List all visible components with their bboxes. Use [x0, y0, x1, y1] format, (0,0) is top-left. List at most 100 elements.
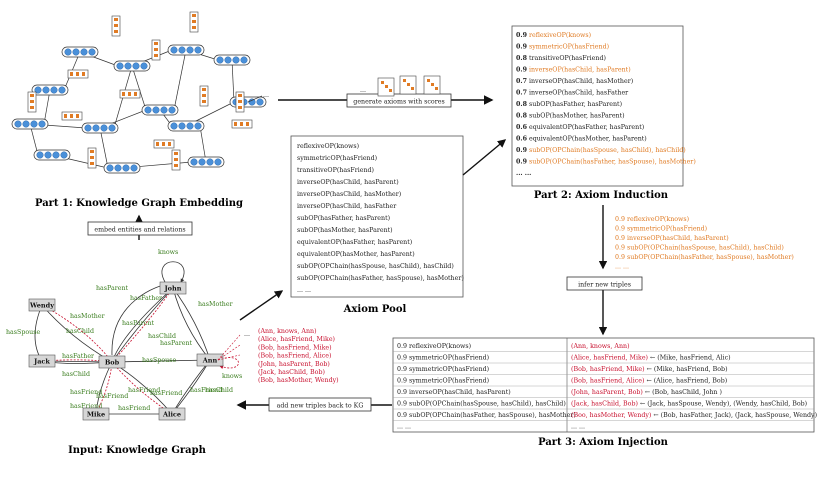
new-triples-list: (Ann, knows, Ann)(Alice, hasFriend, Mike… [258, 328, 339, 384]
source-triples: ← (Jack, hasSpouse, Wendy), (Wendy, hasC… [640, 401, 807, 408]
relation-embedding [199, 85, 209, 107]
generated-relation-vector [377, 77, 395, 97]
generate-box [346, 93, 452, 108]
infer-box [566, 276, 643, 291]
generated-relation-vector [423, 75, 441, 95]
kg-edge [171, 287, 211, 361]
injection-triple: (Boo, hasMother, Wendy)← (Bob, hasFather… [571, 412, 817, 419]
source-triples: ← (Bob, hasFather, Jack), (Jack, hasSpou… [653, 412, 817, 419]
embedding-edge [247, 95, 263, 103]
source-triples: ← (Mike, hasFriend, Bob) [647, 366, 728, 373]
relation-embedding [171, 149, 181, 171]
kg-edge [172, 287, 211, 361]
kg-to-pool-arrow [239, 290, 284, 321]
embedding-edge [231, 59, 236, 103]
relation-embedding [67, 69, 89, 79]
ellipsis: ... [360, 87, 366, 94]
relation-label: hasFriend [118, 405, 150, 412]
pool-axiom: ... ... [297, 287, 311, 294]
new-triple: (Jack, hasChild, Bob) [571, 401, 638, 408]
selected-axiom: 0.9 reflexiveOP(knows) [615, 216, 689, 223]
new-triple: (Bob, hasFriend, Mike) [258, 344, 332, 351]
new-triple: (Ann, knows, Ann) [571, 343, 630, 350]
axiom-score: 0.7 [516, 90, 527, 97]
entity-embedding [167, 44, 205, 56]
injection-triple: (Ann, knows, Ann) [571, 343, 630, 350]
axiom-score: 0.7 [516, 78, 527, 85]
axiom-score: 0.9 [516, 44, 527, 51]
injection-triple: (Bob, hasFriend, Alice)← (Alice, hasFrie… [571, 378, 727, 385]
relation-embedding [189, 11, 199, 33]
kg-edge [111, 287, 174, 363]
axiom-text: subOP(OPChain(hasFather, hasSpouse), has… [529, 159, 696, 166]
selected-axioms: 0.9 reflexiveOP(knows)0.9 symmetricOP(ha… [615, 216, 794, 271]
entity-node: John [159, 281, 187, 295]
injection-axiom: 0.9 symmetricOP(hasFriend) [397, 378, 489, 385]
entity-embedding [33, 149, 71, 161]
relation-label: hasFriend [70, 403, 102, 410]
addback-label: add new triples back to KG [277, 403, 364, 410]
pool-axiom: equivalentOP(hasFather, hasParent) [297, 239, 412, 246]
relation-embedding [235, 91, 245, 113]
axiom-text: inverseOP(hasChild, hasFather [529, 90, 629, 97]
pool-axiom: inverseOP(hasChild, hasMother) [297, 191, 401, 198]
pool-axiom: subOP(OPChain(hasSpouse, hasChild), hasC… [297, 263, 454, 270]
part1-title: Part 1: Knowledge Graph Embedding [35, 198, 243, 209]
entity-label: Wendy [29, 302, 54, 310]
relation-label: knows [158, 249, 178, 256]
injection-table [392, 337, 815, 433]
infer-label: infer new triples [578, 282, 631, 289]
kg-edge [217, 354, 241, 361]
part3-title: Part 3: Axiom Injection [538, 437, 669, 448]
axiom-score: 0.8 [516, 113, 528, 120]
entity-embedding [81, 122, 119, 134]
axiom-score: 0.9 [516, 32, 527, 39]
injection-rows: 0.9 reflexiveOP(knows)(Ann, knows, Ann)0… [393, 343, 817, 431]
injection-axiom: 0.9 subOP(OPChain(hasSpouse, hasChild), … [397, 401, 566, 408]
injection-triple: (Bob, hasFriend, Mike)← (Mike, hasFriend… [571, 366, 728, 373]
injection-axiom: 0.9 symmetricOP(hasFriend) [397, 355, 489, 362]
knowledge-graph: hasMotherhasChildhasFatherhasChildhasSpo… [6, 249, 250, 421]
entity-embedding [113, 60, 151, 72]
injection-triple: (Jack, hasChild, Bob)← (Jack, hasSpouse,… [571, 401, 807, 408]
entity-node: Bob [98, 355, 126, 369]
relation-label: hasParent [96, 285, 129, 292]
embedding-graph: ... [11, 11, 269, 174]
new-triple: ... ... [571, 424, 585, 431]
new-triple: (John, hasParent, Bob) [571, 389, 643, 396]
pool-to-induction-arrow [462, 139, 507, 176]
relation-embedding [119, 89, 141, 99]
injection-axiom: 0.9 subOP(OPChain(hasFather, hasSpouse),… [397, 412, 576, 419]
new-triple: (Alice, hasFriend, Mike) [571, 355, 648, 362]
axiom-pool-list: reflexiveOP(knows)symmetricOP(hasFriend)… [297, 143, 464, 294]
source-triples: ← (Mike, hasFriend, Alic) [650, 355, 731, 362]
embed-box [87, 221, 193, 236]
injection-axiom: 0.9 symmetricOP(hasFriend) [397, 366, 489, 373]
axiom-text: equivalentOP(hasFather, hasParent) [529, 124, 644, 131]
entity-label: Ann [202, 357, 218, 365]
relation-embedding [231, 119, 253, 129]
relation-label: hasFather [130, 295, 163, 302]
ellipsis: ... [263, 92, 269, 99]
pool-axiom: inverseOP(hasChild, hasParent) [297, 179, 399, 186]
injection-axiom: 0.9 inverseOP(hasChild, hasParent) [397, 389, 511, 396]
relation-label: hasMother [70, 313, 106, 320]
injection-triple: (Alice, hasFriend, Mike)← (Mike, hasFrie… [571, 355, 731, 362]
entity-node: Ann [196, 353, 224, 367]
relation-label: hasFriend [128, 387, 160, 394]
selected-axiom: 0.9 subOP(OPChain(hasSpouse, hasChild), … [615, 245, 784, 252]
axiom-text: inverseOP(hasChild, hasMother) [529, 78, 633, 85]
axiom-text: equivalentOP(hasMother, hasParent) [529, 136, 647, 143]
axiom-score: 0.6 [516, 136, 528, 143]
pool-axiom: subOP(hasMother, hasParent) [297, 227, 393, 234]
generated-relation-vector [399, 75, 417, 95]
axiom-text: inverseOP(hasChild, hasParent) [529, 67, 631, 74]
entity-embedding [11, 118, 49, 130]
axiom-text: subOP(hasFather, hasParent) [529, 101, 622, 108]
injection-triple: (John, hasParent, Bob)← (Bob, hasChild, … [571, 389, 722, 396]
